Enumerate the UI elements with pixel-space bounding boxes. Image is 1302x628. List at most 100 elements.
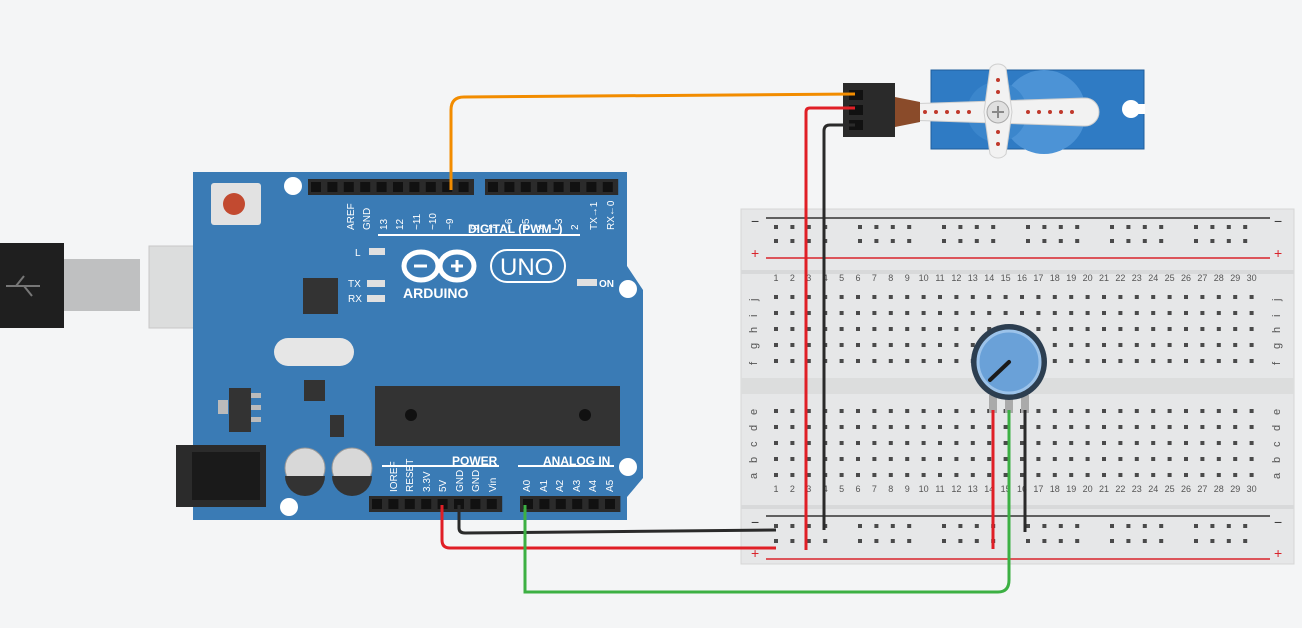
breadboard-hole[interactable] bbox=[970, 425, 975, 429]
breadboard-hole[interactable] bbox=[970, 441, 975, 445]
breadboard-hole[interactable] bbox=[774, 327, 778, 331]
breadboard-hole[interactable] bbox=[888, 343, 893, 347]
breadboard-hole[interactable] bbox=[1200, 441, 1205, 445]
breadboard-hole[interactable] bbox=[1052, 473, 1057, 477]
breadboard-hole[interactable] bbox=[1052, 359, 1057, 363]
breadboard-hole[interactable] bbox=[1085, 457, 1090, 461]
breadboard-hole[interactable] bbox=[1184, 441, 1188, 445]
header-pin[interactable] bbox=[442, 182, 453, 192]
breadboard-hole[interactable] bbox=[1110, 524, 1114, 528]
breadboard-hole[interactable] bbox=[872, 343, 877, 347]
breadboard-hole[interactable] bbox=[1069, 359, 1074, 363]
breadboard-hole[interactable] bbox=[954, 473, 959, 477]
breadboard-hole[interactable] bbox=[958, 239, 963, 243]
header-pin[interactable] bbox=[520, 182, 531, 192]
breadboard-hole[interactable] bbox=[1134, 441, 1139, 445]
breadboard-hole[interactable] bbox=[774, 295, 778, 299]
breadboard-hole[interactable] bbox=[858, 524, 862, 528]
breadboard-hole[interactable] bbox=[1118, 359, 1123, 363]
breadboard-hole[interactable] bbox=[1249, 441, 1254, 445]
breadboard-hole[interactable] bbox=[1052, 311, 1057, 315]
breadboard-hole[interactable] bbox=[1003, 473, 1008, 477]
breadboard-hole[interactable] bbox=[938, 473, 942, 477]
breadboard-hole[interactable] bbox=[856, 473, 860, 477]
breadboard-hole[interactable] bbox=[1102, 409, 1106, 413]
micro-servo[interactable] bbox=[843, 63, 1145, 159]
breadboard-hole[interactable] bbox=[1184, 473, 1188, 477]
breadboard-hole[interactable] bbox=[1249, 343, 1254, 347]
breadboard-hole[interactable] bbox=[1243, 539, 1248, 543]
breadboard-hole[interactable] bbox=[954, 327, 959, 331]
breadboard-hole[interactable] bbox=[806, 457, 811, 461]
breadboard-hole[interactable] bbox=[1216, 441, 1221, 445]
breadboard-hole[interactable] bbox=[1216, 473, 1221, 477]
breadboard-hole[interactable] bbox=[938, 311, 942, 315]
breadboard-hole[interactable] bbox=[806, 359, 811, 363]
breadboard-hole[interactable] bbox=[1142, 539, 1147, 543]
breadboard-hole[interactable] bbox=[1102, 473, 1106, 477]
breadboard-hole[interactable] bbox=[1243, 524, 1248, 528]
breadboard-hole[interactable] bbox=[1200, 343, 1205, 347]
breadboard-hole[interactable] bbox=[1184, 425, 1188, 429]
breadboard-hole[interactable] bbox=[1134, 343, 1139, 347]
breadboard-hole[interactable] bbox=[954, 311, 959, 315]
breadboard-hole[interactable] bbox=[839, 441, 844, 445]
breadboard-hole[interactable] bbox=[790, 457, 795, 461]
breadboard-hole[interactable] bbox=[856, 425, 860, 429]
breadboard-hole[interactable] bbox=[1184, 295, 1188, 299]
breadboard-hole[interactable] bbox=[1159, 539, 1164, 543]
header-pin[interactable] bbox=[327, 182, 338, 192]
breadboard-hole[interactable] bbox=[1058, 539, 1063, 543]
breadboard-hole[interactable] bbox=[1249, 457, 1254, 461]
breadboard-hole[interactable] bbox=[806, 343, 811, 347]
breadboard-hole[interactable] bbox=[1026, 225, 1030, 229]
breadboard-hole[interactable] bbox=[974, 239, 979, 243]
breadboard-hole[interactable] bbox=[954, 359, 959, 363]
breadboard-hole[interactable] bbox=[970, 343, 975, 347]
header-pin[interactable] bbox=[553, 182, 564, 192]
breadboard-hole[interactable] bbox=[958, 225, 963, 229]
breadboard-hole[interactable] bbox=[1036, 409, 1041, 413]
breadboard-hole[interactable] bbox=[1075, 239, 1080, 243]
breadboard-hole[interactable] bbox=[1126, 239, 1131, 243]
breadboard-hole[interactable] bbox=[1249, 359, 1254, 363]
breadboard-hole[interactable] bbox=[888, 441, 893, 445]
breadboard-hole[interactable] bbox=[921, 425, 926, 429]
breadboard-hole[interactable] bbox=[954, 343, 959, 347]
breadboard-hole[interactable] bbox=[938, 327, 942, 331]
breadboard-hole[interactable] bbox=[905, 441, 910, 445]
breadboard-hole[interactable] bbox=[1151, 457, 1156, 461]
breadboard-hole[interactable] bbox=[974, 539, 979, 543]
breadboard-hole[interactable] bbox=[1151, 409, 1156, 413]
breadboard-hole[interactable] bbox=[991, 225, 996, 229]
breadboard-hole[interactable] bbox=[1151, 359, 1156, 363]
breadboard-hole[interactable] bbox=[874, 239, 879, 243]
breadboard-hole[interactable] bbox=[890, 239, 895, 243]
breadboard-hole[interactable] bbox=[1075, 225, 1080, 229]
breadboard-hole[interactable] bbox=[890, 225, 895, 229]
breadboard-hole[interactable] bbox=[1151, 311, 1156, 315]
breadboard-hole[interactable] bbox=[1110, 239, 1114, 243]
breadboard-hole[interactable] bbox=[1020, 425, 1024, 429]
breadboard-hole[interactable] bbox=[774, 539, 778, 543]
reset-button[interactable] bbox=[223, 193, 245, 215]
breadboard-hole[interactable] bbox=[774, 473, 778, 477]
breadboard-hole[interactable] bbox=[1075, 524, 1080, 528]
breadboard-hole[interactable] bbox=[938, 343, 942, 347]
breadboard-hole[interactable] bbox=[790, 239, 795, 243]
breadboard-hole[interactable] bbox=[790, 225, 795, 229]
header-pin[interactable] bbox=[572, 499, 583, 509]
breadboard-hole[interactable] bbox=[1102, 327, 1106, 331]
header-pin[interactable] bbox=[388, 499, 399, 509]
potentiometer[interactable] bbox=[971, 324, 1047, 413]
breadboard-hole[interactable] bbox=[839, 359, 844, 363]
breadboard-hole[interactable] bbox=[1200, 473, 1205, 477]
breadboard-hole[interactable] bbox=[806, 225, 811, 229]
breadboard-hole[interactable] bbox=[1052, 425, 1057, 429]
breadboard-hole[interactable] bbox=[1036, 327, 1041, 331]
breadboard-hole[interactable] bbox=[987, 327, 992, 331]
breadboard-hole[interactable] bbox=[856, 409, 860, 413]
breadboard-hole[interactable] bbox=[938, 457, 942, 461]
breadboard-hole[interactable] bbox=[1216, 311, 1221, 315]
breadboard-hole[interactable] bbox=[839, 473, 844, 477]
